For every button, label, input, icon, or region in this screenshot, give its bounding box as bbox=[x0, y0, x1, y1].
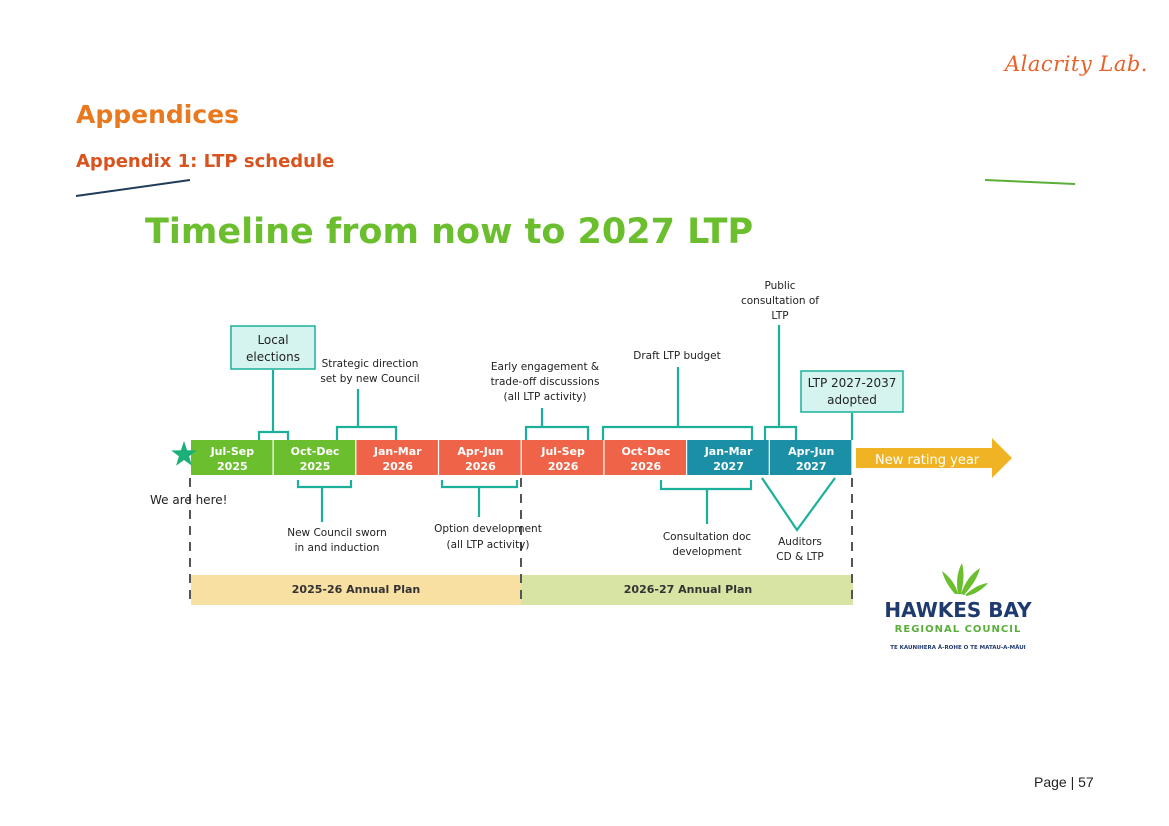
draft-budget-label: Draft LTP budget bbox=[633, 350, 721, 362]
we-are-here-label: We are here! bbox=[150, 493, 227, 507]
early-engagement-line1: Early engagement & bbox=[491, 361, 599, 373]
timeline-bar: Jul-Sep 2025 Oct-Dec 2025 Jan-Mar 2026 Apr-Jun… bbox=[191, 440, 852, 475]
public-consultation-line1: Public bbox=[764, 280, 795, 292]
bracket-option-dev bbox=[440, 480, 519, 517]
annual-plan-bar-2026-27 bbox=[521, 575, 853, 605]
hbrc-leaf-icon bbox=[942, 563, 988, 596]
consultation-doc-line1: Consultation doc bbox=[663, 531, 752, 543]
local-elections-line2: elections bbox=[246, 350, 300, 364]
annual-plan-label-2026-27: 2026-27 Annual Plan bbox=[624, 583, 752, 596]
period-label: Apr-Jun bbox=[457, 445, 503, 458]
option-dev-line1: Option development bbox=[434, 523, 542, 535]
early-engagement-line2: trade-off discussions bbox=[491, 376, 600, 388]
early-engagement-line3: (all LTP activity) bbox=[504, 391, 587, 403]
period-label: Oct-Dec bbox=[621, 445, 670, 458]
bracket-public-consultation bbox=[763, 325, 798, 440]
public-consultation-line2: consultation of bbox=[741, 295, 819, 307]
appendix-heading: Appendix 1: LTP schedule bbox=[76, 151, 335, 172]
public-consultation-line3: LTP bbox=[771, 310, 788, 322]
ltp-adopted-box bbox=[800, 370, 904, 413]
hbrc-name: HAWKES BAY bbox=[884, 598, 1032, 622]
bracket-draft-budget bbox=[601, 367, 754, 440]
ltp-adopted-line1: LTP 2027-2037 bbox=[808, 376, 897, 390]
new-council-line1: New Council sworn bbox=[287, 527, 387, 539]
period-year: 2026 bbox=[382, 460, 413, 473]
period-year: 2026 bbox=[548, 460, 579, 473]
annual-plan-label-2025-26: 2025-26 Annual Plan bbox=[292, 583, 420, 596]
consultation-doc-line2: development bbox=[672, 546, 741, 558]
local-elections-box bbox=[230, 325, 316, 370]
period-block bbox=[521, 440, 604, 475]
brand-logo: Alacrity Lab. bbox=[1005, 52, 1148, 76]
strategic-line2: set by new Council bbox=[320, 373, 419, 385]
period-label: Jul-Sep bbox=[540, 445, 585, 458]
auditors-line1: Auditors bbox=[778, 536, 822, 548]
slide-title: Timeline from now to 2027 LTP bbox=[145, 212, 753, 252]
auditors-line2: CD & LTP bbox=[776, 551, 823, 563]
period-year: 2027 bbox=[713, 460, 744, 473]
bracket-new-council bbox=[296, 480, 353, 522]
bracket-early-engagement bbox=[524, 408, 590, 440]
hbrc-subname: REGIONAL COUNCIL bbox=[895, 624, 1022, 635]
new-council-line2: in and induction bbox=[295, 542, 380, 554]
period-label: Apr-Jun bbox=[788, 445, 834, 458]
period-block bbox=[769, 440, 852, 475]
new-rating-year-arrow bbox=[856, 438, 1012, 478]
slide-divider-right bbox=[984, 179, 1076, 185]
star-icon bbox=[171, 441, 197, 466]
strategic-line1: Strategic direction bbox=[322, 358, 419, 370]
bracket-consultation-doc bbox=[659, 480, 753, 524]
ltp-adopted-line2: adopted bbox=[827, 393, 877, 407]
period-block bbox=[604, 440, 686, 475]
period-label: Jul-Sep bbox=[210, 445, 255, 458]
bracket-local-elections bbox=[257, 370, 290, 440]
connector-auditors bbox=[761, 477, 836, 532]
period-block bbox=[356, 440, 438, 475]
period-block bbox=[273, 440, 356, 475]
period-year: 2027 bbox=[796, 460, 827, 473]
period-label: Jan-Mar bbox=[704, 445, 753, 458]
new-rating-year-label: New rating year bbox=[875, 453, 980, 468]
page-number: Page | 57 bbox=[1034, 774, 1094, 790]
period-block bbox=[191, 440, 273, 475]
period-year: 2026 bbox=[465, 460, 496, 473]
period-block bbox=[439, 440, 521, 475]
period-year: 2025 bbox=[300, 460, 331, 473]
period-block bbox=[687, 440, 769, 475]
slide-divider-left bbox=[75, 179, 191, 197]
period-year: 2026 bbox=[631, 460, 662, 473]
annual-plan-bar-2025-26 bbox=[191, 575, 521, 605]
option-dev-line2: (all LTP activity) bbox=[447, 539, 530, 551]
hbrc-tagline: TE KAUNIHERA Ā-ROHE O TE MATAU-A-MĀUI bbox=[890, 644, 1025, 651]
page-title: Appendices bbox=[76, 100, 240, 129]
period-label: Oct-Dec bbox=[291, 445, 340, 458]
period-year: 2025 bbox=[217, 460, 248, 473]
local-elections-line1: Local bbox=[257, 333, 288, 347]
period-label: Jan-Mar bbox=[373, 445, 422, 458]
bracket-strategic bbox=[335, 389, 398, 440]
